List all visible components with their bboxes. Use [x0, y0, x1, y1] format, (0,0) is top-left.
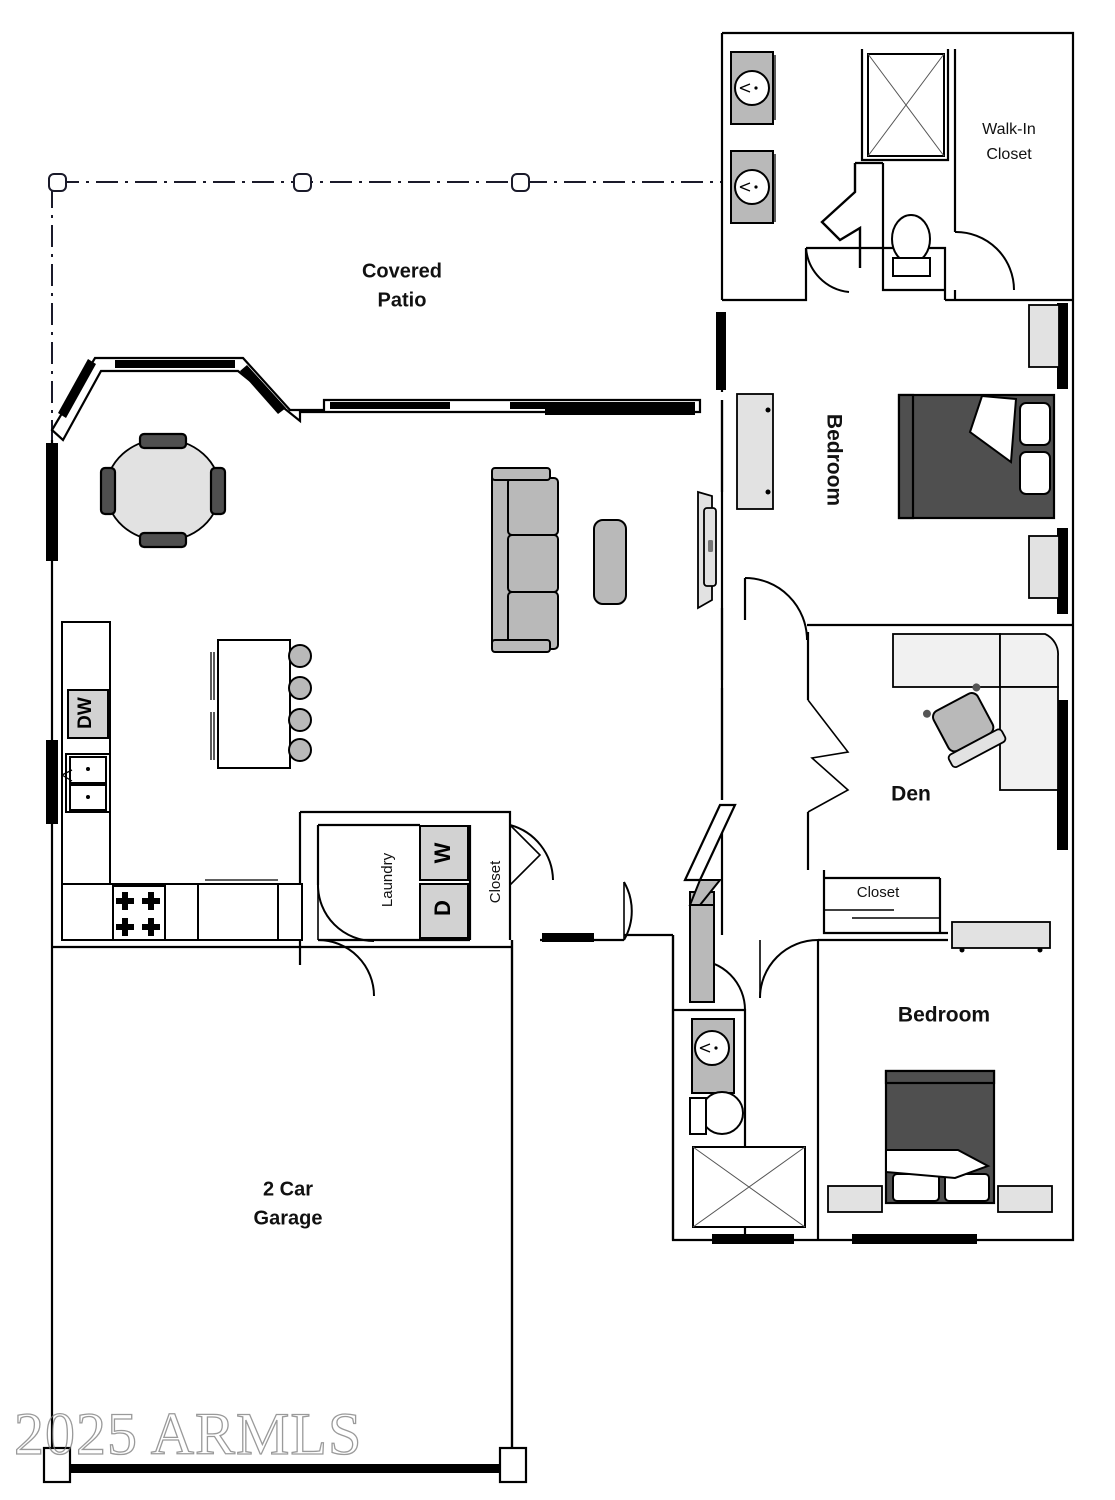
bar-stool-2 — [288, 676, 312, 700]
coffee-table — [593, 519, 627, 605]
den-desk-corner — [999, 633, 1059, 688]
laundry-area — [298, 810, 554, 997]
den-office-chair — [922, 683, 1007, 769]
den-desk-top — [892, 633, 1001, 688]
hallway-walls — [540, 688, 737, 1240]
laundry-door-2 — [317, 939, 375, 997]
window-master-top — [1057, 303, 1068, 389]
bed2-dresser — [951, 921, 1051, 949]
interior-wall-stubs — [510, 312, 726, 1470]
front-entry — [697, 400, 724, 688]
label-master-bedroom: Bedroom — [822, 414, 845, 506]
master-nightstand-top — [1028, 304, 1060, 368]
kitchen-pantry — [197, 883, 279, 941]
dishwasher-box — [67, 689, 109, 739]
bottom-exterior-windows — [712, 1234, 977, 1244]
dryer-box — [419, 883, 469, 939]
bedroom-2-area — [759, 921, 1053, 1240]
bath-2 — [673, 891, 806, 1240]
label-garage-line1: 2 Car — [263, 1178, 313, 1200]
bed2-nightstand-right — [997, 1185, 1053, 1213]
window-bath2 — [712, 1234, 794, 1244]
label-laundry: Laundry — [379, 852, 396, 907]
bed2-nightstand-left — [827, 1185, 883, 1213]
sofa-arm-bottom — [491, 639, 551, 653]
bath2-sink — [694, 1030, 730, 1066]
label-bedroom-2: Bedroom — [898, 1004, 990, 1027]
kitchen-range — [112, 885, 166, 941]
master-bath-fixtures — [730, 51, 1015, 294]
dining-set — [99, 432, 227, 549]
window-den — [1057, 700, 1068, 850]
label-walk-in-closet-line2: Closet — [986, 146, 1032, 163]
master-pillow-1 — [1019, 402, 1051, 446]
kitchen-area — [61, 621, 312, 941]
bar-stool-3 — [288, 708, 312, 732]
patio-post-2 — [293, 173, 312, 192]
dining-table — [105, 438, 221, 542]
master-bath-door — [805, 247, 850, 293]
master-bedroom-furniture — [736, 304, 1073, 641]
label-dryer: D — [430, 900, 455, 916]
range-burners — [116, 892, 160, 936]
living-room-furniture — [491, 467, 627, 653]
window-bedroom2 — [852, 1234, 977, 1244]
den-desk-side — [999, 686, 1059, 791]
laundry-door — [317, 884, 375, 942]
toilet-door — [820, 163, 862, 268]
label-covered-patio-line1: Covered — [362, 260, 442, 282]
master-blanket — [968, 394, 1018, 464]
label-den-closet: Closet — [857, 884, 900, 901]
dining-bay-wall — [50, 356, 702, 442]
appliance-labels: DW W D — [75, 697, 455, 916]
master-toilet — [891, 214, 931, 264]
label-covered-patio-line2: Patio — [378, 289, 427, 311]
room-labels: Covered Patio Walk-In Closet Bedroom Den… — [254, 121, 1036, 1229]
den-arch-opening — [807, 699, 850, 813]
den-area — [806, 632, 1059, 935]
hall-linen-cabinet — [689, 891, 715, 1003]
window-master-bottom — [1057, 528, 1068, 614]
walkin-closet-door — [954, 230, 1015, 291]
patio-post-3 — [511, 173, 530, 192]
label-washer: W — [430, 842, 455, 863]
kitchen-island — [217, 639, 291, 769]
patio-post-1 — [48, 173, 67, 192]
master-bedroom-door — [744, 577, 808, 641]
bath2-toilet — [700, 1091, 744, 1135]
bed2-blanket — [885, 1149, 991, 1180]
sofa-cushion-1 — [507, 477, 559, 536]
dining-chairs — [99, 432, 227, 549]
bar-stool-4 — [288, 738, 312, 762]
sofa-arm-top — [491, 467, 551, 481]
label-garage-line2: Garage — [254, 1207, 323, 1229]
bedroom2-door — [759, 939, 819, 999]
window-hall — [542, 933, 594, 942]
master-nightstand-bottom — [1028, 535, 1060, 599]
master-sink-1 — [734, 70, 770, 106]
left-exterior-windows — [46, 443, 58, 824]
label-dishwasher: DW — [75, 697, 96, 729]
washer-box — [419, 825, 469, 881]
garage-entry-door — [623, 881, 633, 941]
master-sink-2 — [734, 169, 770, 205]
hall-closet-door — [509, 824, 554, 881]
bed2-pillow-1 — [892, 1173, 940, 1202]
label-den: Den — [891, 783, 931, 806]
label-hall-closet: Closet — [487, 860, 504, 903]
garage-door — [42, 1446, 528, 1484]
master-pillow-2 — [1019, 451, 1051, 495]
label-walk-in-closet-line1: Walk-In — [982, 121, 1036, 138]
bar-stool-1 — [288, 644, 312, 668]
sofa-cushion-2 — [507, 534, 559, 593]
right-exterior-windows — [1057, 303, 1068, 850]
